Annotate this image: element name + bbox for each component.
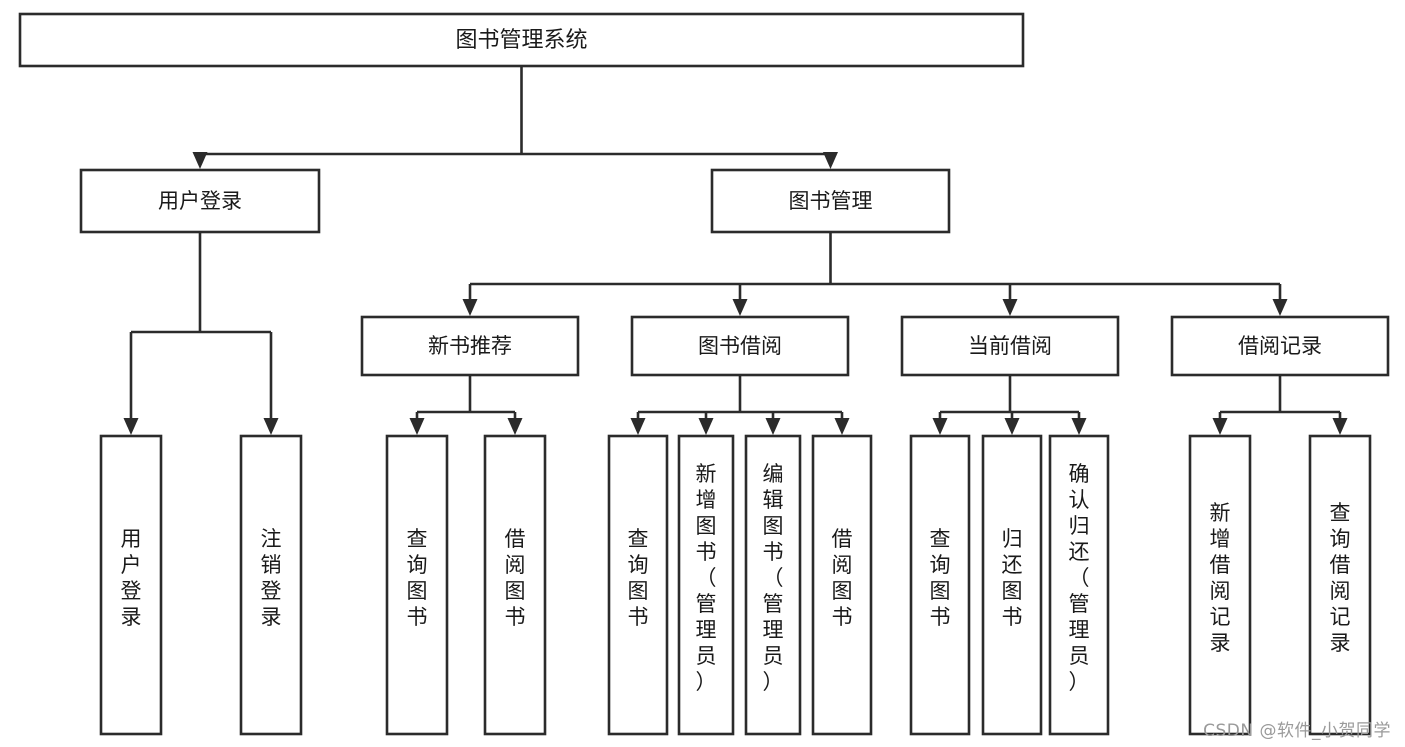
node-current-borrow[interactable]: 当前借阅 [900,315,1120,377]
connector-group-borrow-record [1212,375,1348,435]
arrowhead-borrow-record [1272,299,1288,316]
node-root[interactable]: 图书管理系统 [18,12,1025,68]
node-label-leaf-borrow-book-2: 借阅图书 [832,527,853,629]
arrowhead-book-borrow [732,299,748,316]
node-leaf-confirm-return[interactable]: 确认归还（管理员） [1048,434,1110,736]
node-box-book-manage [710,168,951,234]
node-box-current-borrow [900,315,1120,377]
arrowhead-leaf-borrow-book-1 [507,418,523,435]
node-box-borrow-record [1170,315,1390,377]
node-leaf-user-login[interactable]: 用户登录 [99,434,163,736]
connector-group-current-borrow [932,375,1087,435]
node-label-leaf-confirm-return: 确认归还（管理员） [1069,462,1090,694]
node-box-leaf-query-book-3 [909,434,971,736]
node-leaf-query-book-3[interactable]: 查询图书 [909,434,971,736]
connector-group-new-book-rec [409,375,523,435]
node-leaf-query-book-2[interactable]: 查询图书 [607,434,669,736]
connector-group-root [192,66,838,169]
arrowhead-new-book-rec [462,299,478,316]
node-borrow-record[interactable]: 借阅记录 [1170,315,1390,377]
node-box-leaf-query-book-2 [607,434,669,736]
node-leaf-query-book-1[interactable]: 查询图书 [385,434,449,736]
arrowhead-leaf-add-record [1212,418,1228,435]
node-leaf-logout[interactable]: 注销登录 [239,434,303,736]
node-box-leaf-add-book [677,434,735,736]
node-label-root: 图书管理系统 [455,28,587,53]
arrowhead-leaf-query-book-1 [409,418,425,435]
node-label-book-borrow: 图书借阅 [698,334,782,358]
node-label-leaf-borrow-book-1: 借阅图书 [505,527,526,629]
arrowhead-user-login [192,152,208,169]
arrowhead-leaf-confirm-return [1071,418,1087,435]
arrowhead-leaf-return-book [1004,418,1020,435]
arrowhead-leaf-query-record [1332,418,1348,435]
arrowhead-leaf-query-book-2 [630,418,646,435]
node-label-borrow-record: 借阅记录 [1238,334,1322,358]
node-box-leaf-query-book-1 [385,434,449,736]
node-box-leaf-edit-book [744,434,802,736]
node-box-leaf-query-record [1308,434,1372,736]
node-label-leaf-query-book-3: 查询图书 [930,527,951,629]
node-label-leaf-edit-book: 编辑图书（管理员） [763,462,784,694]
arrowhead-leaf-add-book [698,418,714,435]
node-box-leaf-user-login [99,434,163,736]
node-leaf-add-record[interactable]: 新增借阅记录 [1188,434,1252,736]
node-box-leaf-add-record [1188,434,1252,736]
node-label-user-login: 用户登录 [158,189,242,213]
node-label-leaf-return-book: 归还图书 [1002,527,1023,629]
node-label-leaf-query-record: 查询借阅记录 [1330,501,1351,655]
node-leaf-return-book[interactable]: 归还图书 [981,434,1043,736]
node-leaf-borrow-book-2[interactable]: 借阅图书 [811,434,873,736]
node-box-root [18,12,1025,68]
node-label-leaf-add-book: 新增图书（管理员） [696,462,717,694]
node-box-new-book-rec [360,315,580,377]
node-label-book-manage: 图书管理 [789,189,873,213]
node-box-user-login [79,168,321,234]
node-label-current-borrow: 当前借阅 [968,334,1052,358]
node-book-borrow[interactable]: 图书借阅 [630,315,850,377]
node-label-leaf-query-book-2: 查询图书 [628,527,649,629]
node-box-book-borrow [630,315,850,377]
arrowhead-leaf-query-book-3 [932,418,948,435]
node-label-leaf-logout: 注销登录 [261,527,282,629]
node-box-leaf-confirm-return [1048,434,1110,736]
node-label-leaf-user-login: 用户登录 [121,527,142,629]
connector-group-book-manage [462,232,1288,316]
node-box-leaf-borrow-book-1 [483,434,547,736]
arrowhead-leaf-edit-book [765,418,781,435]
node-leaf-add-book[interactable]: 新增图书（管理员） [677,434,735,736]
arrowhead-book-manage [823,152,838,169]
node-new-book-rec[interactable]: 新书推荐 [360,315,580,377]
node-label-leaf-add-record: 新增借阅记录 [1210,501,1231,655]
arrowhead-leaf-user-login [123,418,139,435]
node-layer: 图书管理系统用户登录图书管理新书推荐图书借阅当前借阅借阅记录用户登录注销登录查询… [18,12,1390,736]
arrowhead-current-borrow [1002,299,1018,316]
node-book-manage[interactable]: 图书管理 [710,168,951,234]
connector-group-book-borrow [630,375,850,435]
arrowhead-leaf-borrow-book-2 [834,418,850,435]
csdn-watermark: CSDN @软件_小贺同学 [1203,721,1391,741]
connector-layer [123,66,1348,435]
node-label-leaf-query-book-1: 查询图书 [407,527,428,629]
connector-group-user-login [123,232,279,435]
node-box-leaf-borrow-book-2 [811,434,873,736]
node-user-login[interactable]: 用户登录 [79,168,321,234]
node-leaf-borrow-book-1[interactable]: 借阅图书 [483,434,547,736]
node-box-leaf-return-book [981,434,1043,736]
node-leaf-edit-book[interactable]: 编辑图书（管理员） [744,434,802,736]
node-leaf-query-record[interactable]: 查询借阅记录 [1308,434,1372,736]
node-label-new-book-rec: 新书推荐 [428,334,512,358]
arrowhead-leaf-logout [263,418,279,435]
node-box-leaf-logout [239,434,303,736]
